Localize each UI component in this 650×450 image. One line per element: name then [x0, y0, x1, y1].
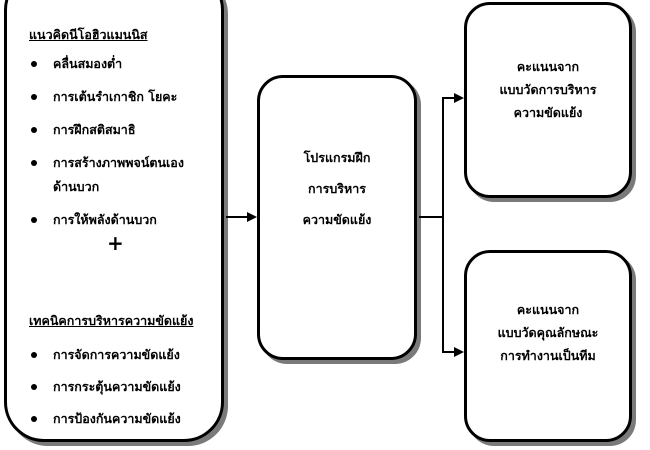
list-item: การป้องกันความขัดแย้ง	[29, 411, 181, 427]
plus-sign: +	[107, 231, 124, 255]
list-item: การให้พลังด้านบวก	[29, 212, 184, 228]
input-concepts-box: แนวคิดนีโอฮิวแมนนิส คลื่นสมองต่ำ การเต้น…	[4, 0, 224, 442]
list-item: การเต้นรำเกาชิก โยคะ	[29, 89, 184, 105]
neo-humanist-heading: แนวคิดนีโอฮิวแมนนิส	[29, 27, 148, 42]
arrow-right-icon	[454, 347, 464, 357]
list-item: การจัดการความขัดแย้ง	[29, 347, 181, 363]
bullet-icon	[31, 416, 37, 422]
bullet-icon	[31, 61, 37, 67]
arrow-line-left-to-center	[226, 216, 248, 218]
program-label: โปรแกรมฝึก การบริหาร ความขัดแย้ง	[302, 150, 372, 227]
arrow-line-to-top-right	[442, 97, 454, 99]
list-item: การฝึกสติสมาธิ	[29, 122, 184, 138]
teamwork-score-label: คะแนนจาก แบบวัดคุณลักษณะ การทำงานเป็นทีม	[497, 302, 599, 363]
training-program-box: โปรแกรมฝึก การบริหาร ความขัดแย้ง	[257, 75, 417, 360]
arrow-right-icon	[247, 212, 257, 222]
split-vertical-line	[442, 97, 444, 353]
bullet-icon	[31, 94, 37, 100]
list-item-continuation: ด้านบวก	[53, 179, 100, 194]
bullet-icon	[31, 384, 37, 390]
bullet-icon	[31, 352, 37, 358]
arrow-line-center-to-split	[419, 216, 443, 218]
conflict-techniques-list: การจัดการความขัดแย้ง การกระตุ้นความขัดแย…	[29, 347, 181, 427]
neo-humanist-list: คลื่นสมองต่ำ การเต้นรำเกาชิก โยคะ การฝึก…	[29, 56, 184, 228]
list-item: การกระตุ้นความขัดแย้ง	[29, 379, 181, 395]
list-item: การสร้างภาพพจน์ตนเอง	[29, 155, 184, 171]
bullet-icon	[31, 217, 37, 223]
conflict-techniques-heading: เทคนิคการบริหารความขัดแย้ง	[29, 313, 194, 328]
teamwork-score-box: คะแนนจาก แบบวัดคุณลักษณะ การทำงานเป็นทีม	[464, 250, 632, 442]
list-item: คลื่นสมองต่ำ	[29, 56, 184, 72]
arrow-right-icon	[454, 93, 464, 103]
bullet-icon	[31, 160, 37, 166]
conflict-score-label: คะแนนจาก แบบวัดการบริหาร ความขัดแย้ง	[499, 59, 597, 120]
conflict-score-box: คะแนนจาก แบบวัดการบริหาร ความขัดแย้ง	[464, 2, 632, 198]
arrow-line-to-bottom-right	[442, 351, 454, 353]
bullet-icon	[31, 127, 37, 133]
